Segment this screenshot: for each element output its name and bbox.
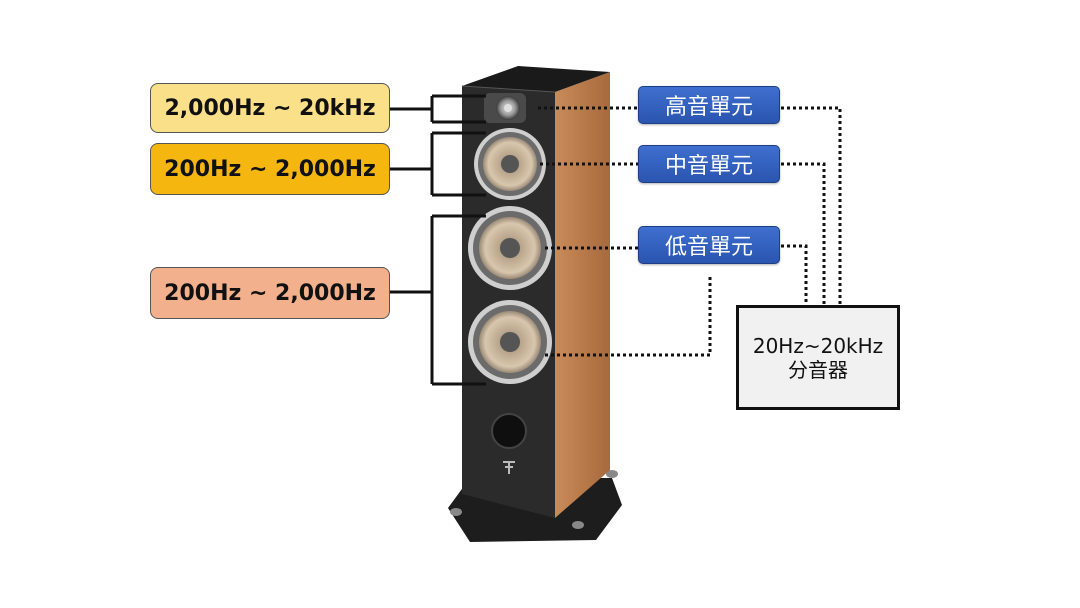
frequency-label-tweeter: 2,000Hz ~ 20kHz bbox=[150, 83, 390, 133]
left-brackets bbox=[390, 94, 486, 386]
frequency-label-woofer: 200Hz ~ 2,000Hz bbox=[150, 267, 390, 319]
speaker-side-wood bbox=[555, 72, 610, 518]
crossover-box: 20Hz~20kHz 分音器 bbox=[736, 305, 900, 410]
woofer-unit-label: 低音單元 bbox=[638, 226, 780, 264]
tweeter-driver bbox=[484, 93, 526, 123]
frequency-label-midrange: 200Hz ~ 2,000Hz bbox=[150, 143, 390, 195]
midrange-driver bbox=[474, 128, 546, 200]
woofer-upper-driver bbox=[468, 206, 552, 290]
tweeter-unit-label: 高音單元 bbox=[638, 86, 780, 124]
speaker-top bbox=[462, 66, 610, 92]
brand-logo-icon bbox=[503, 461, 515, 474]
dotted-connectors bbox=[538, 106, 842, 357]
woofer-lower-driver bbox=[468, 300, 552, 384]
bass-port bbox=[491, 413, 527, 449]
crossover-range: 20Hz~20kHz bbox=[752, 333, 884, 358]
crossover-title: 分音器 bbox=[788, 357, 848, 382]
midrange-unit-label: 中音單元 bbox=[638, 145, 780, 183]
